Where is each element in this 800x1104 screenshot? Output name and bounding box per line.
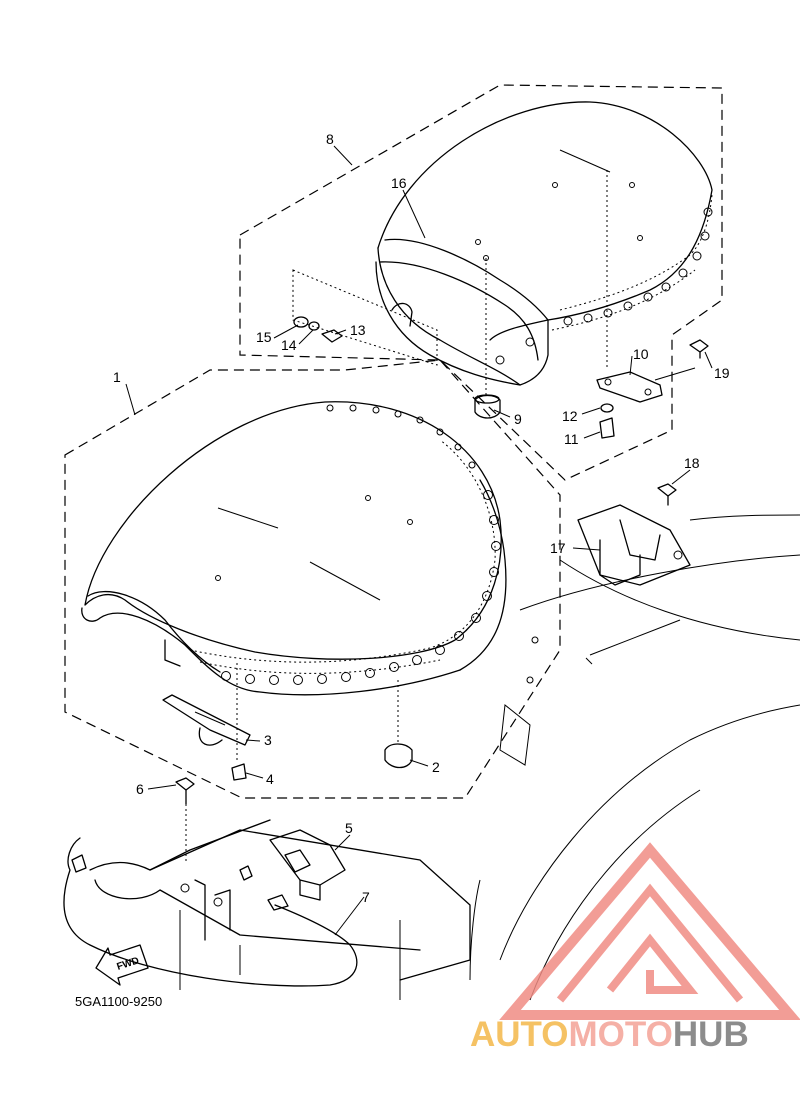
bracket-10-assembly (596, 339, 709, 439)
frame-fender-background (469, 514, 800, 1001)
passenger-seat-studs (495, 207, 713, 365)
watermark-hub: HUB (672, 1015, 749, 1054)
bolt-6 (175, 777, 195, 862)
label-part-11: 11 (564, 431, 579, 447)
bracket-17 (577, 483, 691, 665)
label-part-10: 10 (633, 346, 649, 362)
rider-seat-studs (221, 490, 501, 685)
label-part-6: 6 (136, 781, 144, 797)
rider-seat-top-studs (326, 404, 476, 469)
label-part-18: 18 (684, 455, 700, 471)
label-part-7: 7 (362, 889, 370, 905)
label-part-3: 3 (264, 732, 272, 748)
diagram-code: 5GA1100-9250 (75, 994, 162, 1009)
automotohub-logo-icon (499, 842, 800, 1020)
seat-lock-5 (269, 829, 346, 901)
leader-lines (125, 145, 713, 936)
label-part-16: 16 (391, 175, 407, 191)
watermark-wordmark: AUTOMOTOHUB (470, 1015, 749, 1055)
frame-lower (89, 819, 471, 1000)
label-part-8: 8 (326, 131, 334, 147)
label-part-19: 19 (714, 365, 730, 381)
part-labels: 8 16 1 15 14 13 9 10 19 12 11 18 17 3 4 … (75, 131, 730, 1009)
label-part-9: 9 (514, 411, 522, 427)
label-part-14: 14 (281, 337, 297, 353)
label-part-15: 15 (256, 329, 272, 345)
passenger-seat (375, 101, 713, 395)
watermark-moto: MOTO (568, 1015, 673, 1054)
bracket-3-assembly (162, 694, 413, 781)
label-part-4: 4 (266, 771, 274, 787)
seat-hardware-13-14-15 (292, 269, 438, 366)
rider-seat-group-box (64, 359, 561, 799)
label-part-2: 2 (432, 759, 440, 775)
grommet-9 (474, 394, 501, 419)
label-part-17: 17 (550, 540, 566, 556)
label-part-13: 13 (350, 322, 366, 338)
passenger-seat-group-box (239, 84, 723, 481)
seat-lock-cable-7 (63, 837, 358, 987)
label-part-1: 1 (113, 369, 121, 385)
rider-seat (81, 401, 507, 760)
label-part-5: 5 (345, 820, 353, 836)
label-part-12: 12 (562, 408, 578, 424)
watermark-auto: AUTO (470, 1015, 569, 1054)
